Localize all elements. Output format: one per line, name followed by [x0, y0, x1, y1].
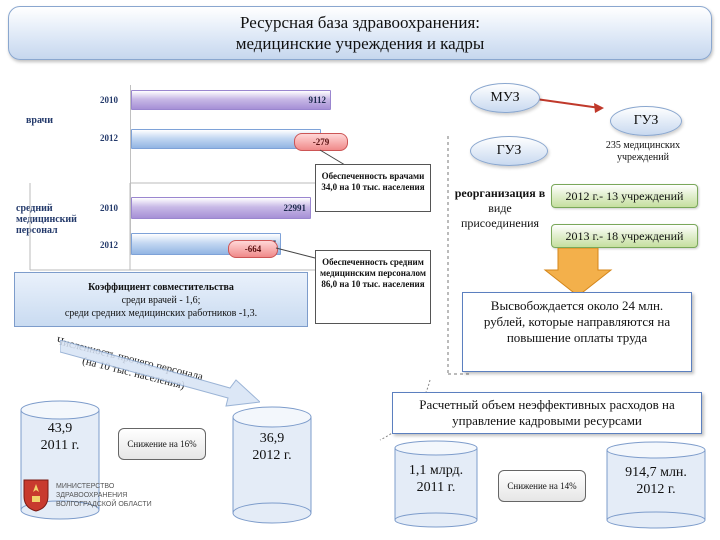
inefficient-header: Расчетный объем неэффективных расходов н…: [392, 392, 702, 434]
bar-doctors-2012: 8833: [131, 129, 321, 149]
ineff-2011-value: 1,1 млрд. 2011 г.: [394, 462, 478, 496]
freed-funds-box: Высвобождается около 24 млн. рублей, кот…: [462, 292, 692, 372]
reorg-label: реорганизация в виде присоединения: [446, 186, 554, 231]
tick-year: 2012: [100, 133, 118, 143]
guz-oval-left: ГУЗ: [470, 136, 548, 166]
cylinder-top: [394, 440, 478, 456]
tick-year: 2010: [100, 95, 118, 105]
callout-doctors: Обеспеченность врачами 34,0 на 10 тыс. н…: [315, 164, 431, 212]
coefficient-line-3: среди средних медицинских работников -1,…: [64, 308, 258, 319]
diff-badge-nurses: -664: [228, 240, 278, 258]
nurses-label-l1: средний: [16, 203, 53, 214]
staff-arrow: [60, 340, 260, 407]
title-line-2: медицинские учреждения и кадры: [235, 34, 485, 53]
reorg-2013-box: 2013 г.- 18 учреждений: [551, 224, 698, 248]
group-label-doctors: врачи: [26, 115, 53, 126]
staff-arrow-shape: [60, 340, 260, 407]
ineff-2012-year: 2012 г.: [636, 482, 676, 497]
institution-count: 235 медицинских учреждений: [578, 140, 708, 164]
coat-of-arms-icon: [23, 479, 49, 512]
cylinder-top: [20, 400, 100, 420]
page-title: Ресурсная база здравоохранения: медицинс…: [8, 6, 712, 60]
staff-2011-value: 43,9 2011 г.: [20, 420, 100, 454]
ineff-2011-number: 1,1 млрд.: [408, 463, 464, 478]
ministry-text: МИНИСТЕРСТВО ЗДРАВООХРАНЕНИЯ ВОЛГОГРАДСК…: [56, 482, 152, 509]
reorg-line-3: присоединения: [460, 216, 540, 230]
cylinder-2012: [232, 406, 312, 524]
bar-value: 22991: [283, 203, 307, 213]
cylinder-ineff-2011: [394, 440, 478, 528]
count-line-2: учреждений: [617, 152, 669, 163]
ineff-decline-pill: Снижение на 14%: [498, 470, 586, 502]
coefficient-line-1: Коэффициент совместительства: [88, 282, 234, 293]
shield-emblem: [32, 484, 40, 502]
cylinder-top: [232, 406, 312, 428]
coefficient-line-2: среди врачей - 1,6;: [121, 295, 201, 306]
arrow-line: [535, 98, 601, 109]
diff-badge-doctors: -279: [294, 133, 348, 151]
staff-chart: врачи средний медицинский персонал 2010 …: [10, 85, 331, 260]
bar-nurses-2010: 22991: [131, 197, 311, 219]
staff-decline-pill: Снижение на 16%: [118, 428, 206, 460]
staff-2012-number: 36,9: [259, 431, 285, 446]
ministry-logo: МИНИСТЕРСТВО ЗДРАВООХРАНЕНИЯ ВОЛГОГРАДСК…: [22, 478, 202, 518]
title-line-1: Ресурсная база здравоохранения:: [239, 13, 480, 32]
ministry-line-1: МИНИСТЕРСТВО: [56, 483, 115, 490]
ineff-2012-number: 914,7 млн.: [625, 465, 687, 480]
reorg-line-1: реорганизация в: [454, 186, 546, 200]
coefficient-box: Коэффициент совместительства среди враче…: [14, 272, 308, 327]
arrow-head: [594, 103, 604, 113]
nurses-label-l2: медицинский: [16, 214, 77, 225]
bar-value: 9112: [308, 95, 326, 105]
tick-year: 2012: [100, 240, 118, 250]
group-label-nurses: средний медицинский персонал: [16, 203, 77, 236]
nurses-label-l3: персонал: [16, 225, 58, 236]
staff-2011-number: 43,9: [47, 421, 73, 436]
cylinder-bottom: [394, 512, 478, 528]
reorg-2012-box: 2012 г.- 13 учреждений: [551, 184, 698, 208]
reorg-line-2: виде: [488, 201, 512, 215]
callout-nurses: Обеспеченность средним медицинским персо…: [315, 250, 431, 324]
count-line-1: 235 медицинских: [605, 140, 681, 151]
cylinder-ineff-2012: [606, 441, 706, 529]
cylinder-top: [606, 441, 706, 459]
ministry-line-3: ВОЛГОГРАДСКОЙ ОБЛАСТИ: [56, 501, 152, 508]
ineff-2012-value: 914,7 млн. 2012 г.: [606, 464, 706, 498]
cylinder-bottom: [232, 502, 312, 524]
cylinder-bottom: [606, 511, 706, 529]
bar-doctors-2010: 9112: [131, 90, 331, 110]
cylinder-body: [606, 449, 706, 521]
ineff-2011-year: 2011 г.: [416, 480, 456, 495]
connector-line: [319, 149, 346, 166]
shield-shape: [23, 479, 49, 512]
muz-oval: МУЗ: [470, 83, 540, 113]
staff-2012-value: 36,9 2012 г.: [232, 430, 312, 464]
down-arrow-shape: [543, 248, 613, 297]
down-arrow: [543, 248, 613, 297]
tick-year: 2010: [100, 203, 118, 213]
staff-2011-year: 2011 г.: [40, 438, 80, 453]
axis-line: [130, 85, 131, 255]
staff-2012-year: 2012 г.: [252, 448, 292, 463]
ministry-line-2: ЗДРАВООХРАНЕНИЯ: [56, 492, 128, 499]
guz-oval-right: ГУЗ: [610, 106, 682, 136]
